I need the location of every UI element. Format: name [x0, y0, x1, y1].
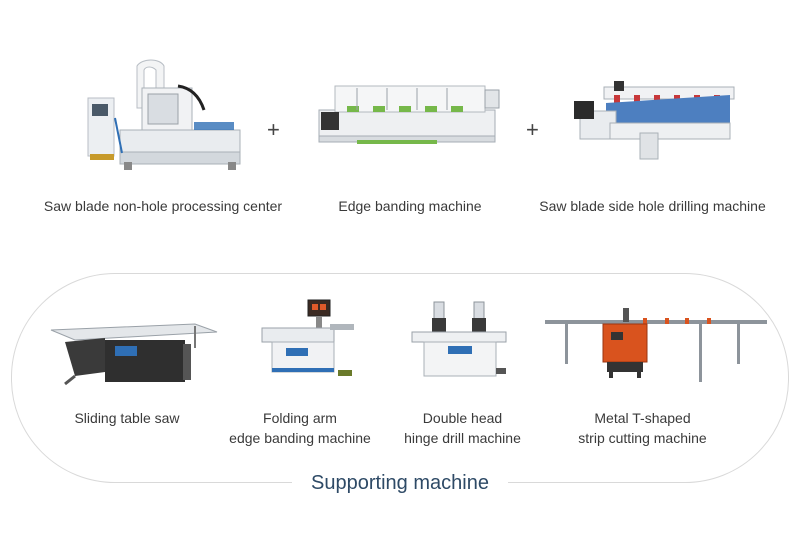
- plus-icon: +: [526, 117, 539, 142]
- cnc-processing-center-icon: [87, 59, 241, 170]
- label-line1: Double head: [422, 410, 503, 426]
- supporting-machine-label: Double head hinge drill machine: [390, 408, 535, 448]
- hinge-drill-icon: [411, 301, 507, 377]
- machine-label: Saw blade non-hole processing center: [43, 198, 283, 214]
- label-line2: edge banding machine: [229, 430, 371, 446]
- side-hole-drilling-machine-icon: [574, 81, 735, 160]
- label-line2: hinge drill machine: [404, 430, 521, 446]
- edge-banding-machine-icon: [318, 85, 500, 144]
- sliding-table-saw-icon: [50, 323, 218, 386]
- panel-title: Supporting machine: [292, 468, 508, 498]
- plus-icon: +: [267, 117, 280, 142]
- label-line1: Folding arm: [263, 410, 337, 426]
- folding-arm-edge-bander-icon: [261, 299, 354, 376]
- strip-cutting-machine-icon: [545, 308, 767, 382]
- supporting-machine-label: Folding arm edge banding machine: [215, 408, 385, 448]
- label-line2: strip cutting machine: [578, 430, 707, 446]
- label-line1: Metal T-shaped: [594, 410, 691, 426]
- machine-label: Saw blade side hole drilling machine: [539, 198, 766, 214]
- supporting-machine-label: Sliding table saw: [57, 408, 197, 428]
- machine-label: Edge banding machine: [338, 198, 482, 214]
- supporting-machine-label: Metal T-shaped strip cutting machine: [560, 408, 725, 448]
- label-line1: Sliding table saw: [74, 410, 180, 426]
